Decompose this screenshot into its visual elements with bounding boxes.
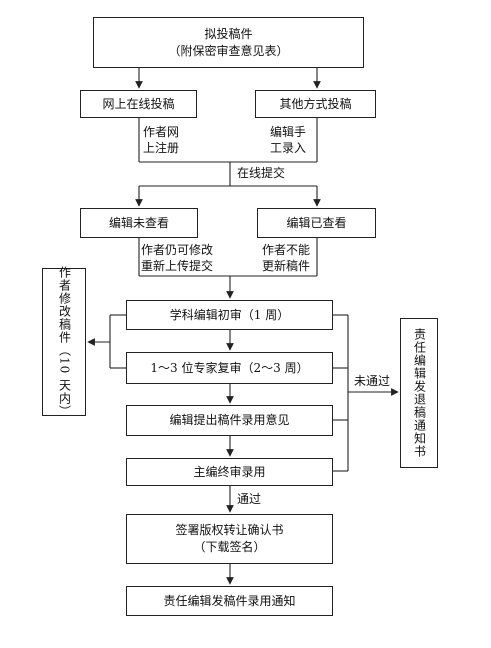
first-review-box: 学科编辑初审（1 周） — [126, 300, 333, 330]
chief-review-box: 主编终审录用 — [126, 458, 333, 486]
copyright-subtitle: （下载签名） — [193, 540, 266, 554]
online-submit-label: 网上在线投稿 — [102, 96, 175, 111]
expert-review-label: 1～3 位专家复审（2～3 周） — [150, 360, 309, 375]
author-register-line2: 上注册 — [143, 141, 180, 155]
editor-manual-line1: 编辑手 — [270, 125, 307, 139]
acceptance-notice-label: 责任编辑发稿件录用通知 — [163, 593, 296, 608]
online-submit-box: 网上在线投稿 — [80, 90, 197, 118]
can-modify-line2: 重新上传提交 — [141, 259, 214, 273]
acceptance-notice-box: 责任编辑发稿件录用通知 — [126, 586, 333, 616]
chief-review-label: 主编终审录用 — [193, 464, 266, 479]
other-submit-label: 其他方式投稿 — [279, 96, 352, 111]
submission-box: 拟投稿件 （附保密审查意见表） — [93, 17, 364, 68]
author-revise-box: 作者修改稿件（10 天内） — [42, 265, 86, 419]
return-notice-label: 责任编辑发退稿通知书 — [412, 328, 427, 458]
not-passed-label: 未通过 — [354, 374, 391, 388]
other-submit-box: 其他方式投稿 — [255, 90, 376, 118]
passed-label: 通过 — [237, 492, 262, 506]
expert-review-box: 1～3 位专家复审（2～3 周） — [126, 352, 333, 384]
copyright-title: 签署版权转让确认书 — [175, 523, 284, 537]
author-register-line1: 作者网 — [143, 125, 180, 139]
cannot-update-line1: 作者不能 — [262, 243, 311, 257]
online-submit-done-label: 在线提交 — [237, 166, 286, 180]
cannot-update-line2: 更新稿件 — [262, 259, 311, 273]
author-revise-label: 作者修改稿件（10 天内） — [57, 265, 72, 419]
submission-subtitle: （附保密审查意见表） — [168, 43, 289, 58]
submission-title: 拟投稿件 — [204, 26, 253, 41]
copyright-box: 签署版权转让确认书 （下载签名） — [126, 514, 333, 564]
first-review-label: 学科编辑初审（1 周） — [169, 307, 290, 322]
editor-opinion-label: 编辑提出稿件录用意见 — [169, 413, 290, 427]
editor-opinion-box: 编辑提出稿件录用意见 — [126, 405, 333, 436]
editor-not-viewed-label: 编辑未查看 — [108, 215, 169, 230]
editor-viewed-label: 编辑已查看 — [286, 215, 347, 230]
editor-viewed-box: 编辑已查看 — [257, 208, 376, 238]
editor-manual-line2: 工录入 — [270, 141, 307, 155]
editor-not-viewed-box: 编辑未查看 — [80, 208, 198, 238]
can-modify-line1: 作者仍可修改 — [141, 243, 214, 257]
return-notice-box: 责任编辑发退稿通知书 — [400, 318, 438, 468]
